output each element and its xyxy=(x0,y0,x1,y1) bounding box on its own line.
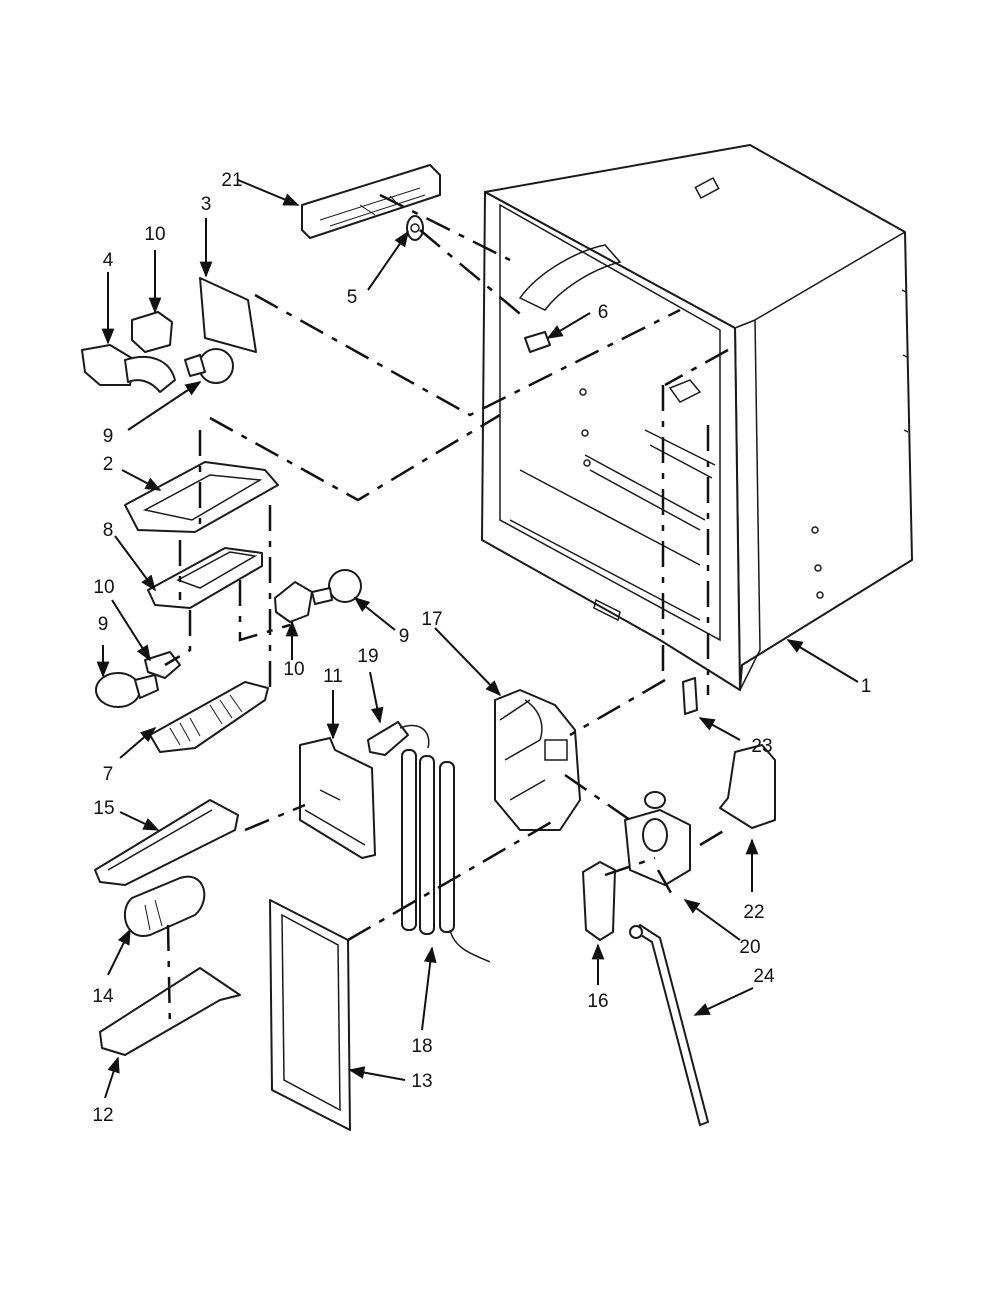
water-tube-part-24 xyxy=(629,924,709,1126)
callout-21: 21 xyxy=(221,170,242,191)
bracket-part-11 xyxy=(299,737,376,859)
callout-17: 17 xyxy=(421,609,442,630)
callout-10-center: 10 xyxy=(283,659,304,680)
callout-9-right: 9 xyxy=(399,626,410,647)
cover-part-16 xyxy=(582,861,616,941)
callout-24: 24 xyxy=(753,966,775,987)
bulb-socket-part-10-center xyxy=(274,581,313,623)
light-bulb-part-9-left xyxy=(95,672,159,708)
callout-1: 1 xyxy=(861,676,872,697)
leader-arrows xyxy=(96,179,859,1099)
light-housing-part-2 xyxy=(124,461,279,533)
callout-12: 12 xyxy=(92,1105,113,1126)
bulb-socket-part-10-left xyxy=(144,651,181,679)
light-bulb-part-9-top xyxy=(184,348,234,384)
water-valve-part-20 xyxy=(624,791,691,886)
clip-part-6 xyxy=(524,331,551,353)
callout-3: 3 xyxy=(201,194,212,215)
light-bulb-part-9-right xyxy=(311,569,362,605)
knob-part-5 xyxy=(406,215,424,241)
callout-10-left: 10 xyxy=(93,577,114,598)
filter-housing-part-15 xyxy=(94,799,239,886)
callout-23: 23 xyxy=(751,736,772,757)
callout-14: 14 xyxy=(92,986,114,1007)
callout-4: 4 xyxy=(103,250,114,271)
assembly-lines xyxy=(164,193,729,1031)
clip-part-23 xyxy=(682,677,698,715)
panel-part-13 xyxy=(269,899,351,1131)
callout-15: 15 xyxy=(93,798,114,819)
thermistor-part-19 xyxy=(367,721,430,756)
callout-22: 22 xyxy=(743,902,764,923)
callout-9-top: 9 xyxy=(103,426,114,447)
cabinet-liner-part-1 xyxy=(481,144,913,691)
callout-16: 16 xyxy=(587,991,608,1012)
cover-part-22 xyxy=(719,744,776,829)
callout-9-left: 9 xyxy=(98,614,109,635)
grille-part-7 xyxy=(149,681,269,753)
callout-18: 18 xyxy=(411,1036,432,1057)
callout-labels: 21 3 10 4 5 6 9 2 8 10 9 9 10 17 19 11 1… xyxy=(92,170,871,1126)
tray-part-12 xyxy=(99,967,241,1056)
heater-part-18 xyxy=(401,749,491,963)
callout-6: 6 xyxy=(598,302,609,323)
bulb-socket-part-10-top xyxy=(131,311,173,353)
water-filter-part-14 xyxy=(123,875,206,937)
callout-11: 11 xyxy=(323,666,343,687)
callout-2: 2 xyxy=(103,454,114,475)
callout-7: 7 xyxy=(103,764,114,785)
callout-19: 19 xyxy=(357,646,378,667)
lens-part-8 xyxy=(147,547,263,609)
callout-13: 13 xyxy=(411,1071,432,1092)
dispenser-part-17 xyxy=(494,689,581,831)
callout-5: 5 xyxy=(347,287,358,308)
shield-part-3 xyxy=(199,277,257,353)
cover-part-21 xyxy=(301,164,441,239)
callout-8: 8 xyxy=(103,520,114,541)
lamp-socket-part-4 xyxy=(81,344,176,393)
callout-20: 20 xyxy=(739,937,760,958)
callout-10-top: 10 xyxy=(144,224,165,245)
